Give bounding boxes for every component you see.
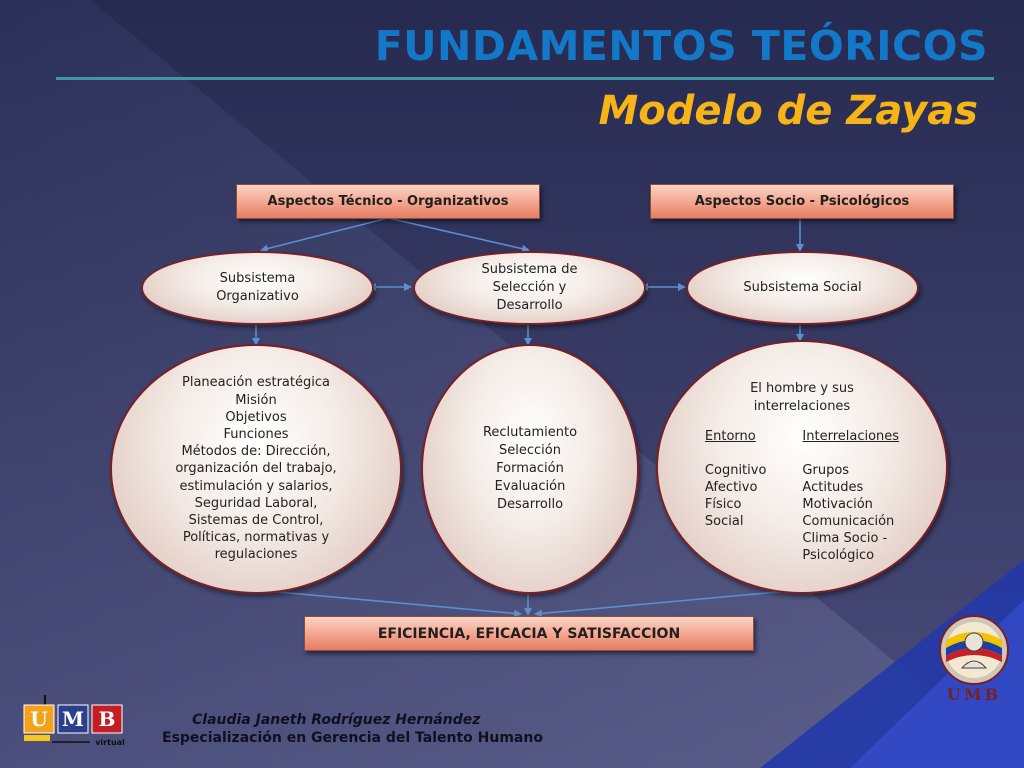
social-col2-item: Psicológico <box>802 548 875 563</box>
oval-organizativo-line: Organizativo <box>216 289 299 304</box>
box-aspectos-socio: Aspectos Socio - Psicológicos <box>650 184 954 219</box>
oval-subsistema-organizativo: Subsistema Organizativo <box>141 251 374 325</box>
oval-subsistema-social: Subsistema Social <box>686 251 919 325</box>
detail-line: Políticas, normativas y <box>182 530 330 546</box>
social-column-interrelaciones: Interrelaciones Grupos Actitudes Motivac… <box>802 428 899 564</box>
footer-program: Especialización en Gerencia del Talento … <box>162 730 543 746</box>
oval-subsistema-seleccion: Subsistema de Selección y Desarrollo <box>413 251 646 325</box>
detail-line: Seguridad Laboral, <box>194 495 318 511</box>
social-col2-item: Grupos <box>802 463 850 478</box>
svg-text:virtual: virtual <box>95 738 125 747</box>
detail-line: Reclutamiento <box>482 425 578 440</box>
social-col1-item: Social <box>704 514 744 529</box>
oval-detalle-organizativo: Planeación estratégica Misión Objetivos … <box>110 344 402 594</box>
social-col1-item: Cognitivo <box>704 463 767 478</box>
detail-line: organización del trabajo, <box>175 461 337 477</box>
social-column-entorno: Entorno Cognitivo Afectivo Físico Social <box>705 428 767 564</box>
box-aspectos-socio-label: Aspectos Socio - Psicológicos <box>694 194 910 209</box>
detail-line: Métodos de: Dirección, <box>181 444 331 460</box>
social-intro-line: El hombre y sus <box>750 381 854 396</box>
detail-line: Desarrollo <box>496 497 564 512</box>
detail-line: Formación <box>496 461 564 476</box>
svg-text:U: U <box>30 707 47 731</box>
page-title: FUNDAMENTOS TEÓRICOS <box>374 22 988 70</box>
title-divider <box>56 77 994 80</box>
arrow-tecnico-to-seleccion <box>387 217 530 253</box>
svg-text:UMB: UMB <box>947 685 1001 704</box>
social-columns: Entorno Cognitivo Afectivo Físico Social… <box>705 428 899 564</box>
social-col2-item: Actitudes <box>802 480 864 495</box>
social-col1-item: Físico <box>704 497 742 512</box>
oval-social-line: Subsistema Social <box>743 280 862 295</box>
oval-detalle-seleccion: Reclutamiento Selección Formación Evalua… <box>421 344 639 594</box>
detail-line: regulaciones <box>214 547 298 563</box>
detail-line: Evaluación <box>494 479 566 494</box>
box-aspectos-tecnico: Aspectos Técnico - Organizativos <box>236 184 540 219</box>
detail-line: Misión <box>235 392 277 408</box>
oval-seleccion-line: Selección y <box>492 280 567 295</box>
arrow-tecnico-to-organizativo <box>260 217 389 253</box>
social-intro-line: interrelaciones <box>753 399 851 414</box>
svg-text:B: B <box>99 707 116 731</box>
detail-line: Sistemas de Control, <box>188 513 324 528</box>
social-col1-header: Entorno <box>704 429 756 444</box>
svg-text:M: M <box>62 707 84 731</box>
oval-seleccion-line: Desarrollo <box>496 298 563 313</box>
umb-seal-logo: UMB <box>939 615 1009 704</box>
oval-organizativo-line: Subsistema <box>219 271 296 286</box>
social-col2-item: Clima Socio - <box>802 531 888 546</box>
social-col1-item: Afectivo <box>704 480 758 495</box>
box-resultado: EFICIENCIA, EFICACIA Y SATISFACCION <box>304 616 754 651</box>
social-col2-item: Comunicación <box>802 514 895 529</box>
arrow-organizativo-to-result <box>255 589 522 618</box>
oval-seleccion-line: Subsistema de <box>481 262 578 277</box>
detail-line: Objetivos <box>225 409 287 425</box>
umb-virtual-logo: U M B virtual <box>23 695 125 747</box>
box-aspectos-tecnico-label: Aspectos Técnico - Organizativos <box>267 194 509 209</box>
social-col2-item: Motivación <box>802 497 873 512</box>
social-col2-header: Interrelaciones <box>802 429 900 444</box>
detail-line: Funciones <box>223 426 289 442</box>
detail-line: Planeación estratégica <box>182 375 330 391</box>
detail-line: estimulación y salarios, <box>179 478 333 494</box>
detail-line: Selección <box>499 443 561 458</box>
box-resultado-label: EFICIENCIA, EFICACIA Y SATISFACCION <box>377 625 681 642</box>
page-subtitle: Modelo de Zayas <box>598 88 979 134</box>
oval-detalle-social: El hombre y sus interrelaciones Entorno … <box>656 340 948 594</box>
footer-author: Claudia Janeth Rodríguez Hernández <box>192 712 481 728</box>
arrow-social-to-result <box>534 589 801 618</box>
